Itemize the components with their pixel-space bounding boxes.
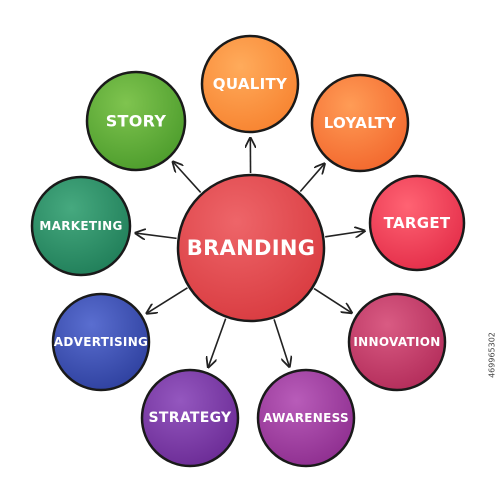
arrow-to-marketing [136,233,177,238]
node-quality: QUALITY [200,34,300,134]
center-node: BRANDING [176,173,326,323]
node-label-story: STORY [106,112,167,131]
node-circle-story [85,70,187,172]
node-circle-marketing [30,175,132,277]
node-loyalty: LOYALTY [310,73,410,173]
node-advertising: ADVERTISING [51,292,151,392]
node-label-marketing: MARKETING [39,219,122,233]
center-label: BRANDING [187,236,315,260]
outer-nodes: QUALITY LOYALTY TARGET INNOVATION AWARENESS S… [30,34,466,468]
arrow-to-advertising [147,287,188,313]
node-awareness: AWARENESS [256,368,356,468]
node-circle-target [368,174,466,272]
node-label-awareness: AWARENESS [263,411,349,425]
arrow-to-story [173,162,202,193]
node-target: TARGET [368,174,466,272]
node-strategy: STRATEGY [140,368,240,468]
arrow-to-innovation [313,287,352,313]
node-label-innovation: INNOVATION [353,335,440,349]
node-circle-advertising [51,292,151,392]
node-circle-strategy [140,368,240,468]
node-marketing: MARKETING [30,175,132,277]
center-circle [176,173,326,323]
stock-id-watermark: 469965302 [486,280,498,430]
node-circle-innovation [347,292,447,392]
arrow-to-target [325,231,364,237]
node-label-strategy: STRATEGY [149,410,233,426]
node-label-target: TARGET [384,214,451,232]
arrow-to-awareness [273,319,289,366]
node-story: STORY [85,70,187,172]
arrow-to-strategy [208,318,227,368]
stock-id-text: 469965302 [487,332,497,378]
node-innovation: INNOVATION [347,292,447,392]
node-label-advertising: ADVERTISING [54,335,148,349]
arrow-to-loyalty [299,164,324,192]
node-label-quality: QUALITY [213,75,288,93]
connector-arrows [136,138,365,367]
node-label-loyalty: LOYALTY [324,114,397,132]
node-circle-loyalty [310,73,410,173]
node-circle-awareness [256,368,356,468]
node-circle-quality [200,34,300,134]
